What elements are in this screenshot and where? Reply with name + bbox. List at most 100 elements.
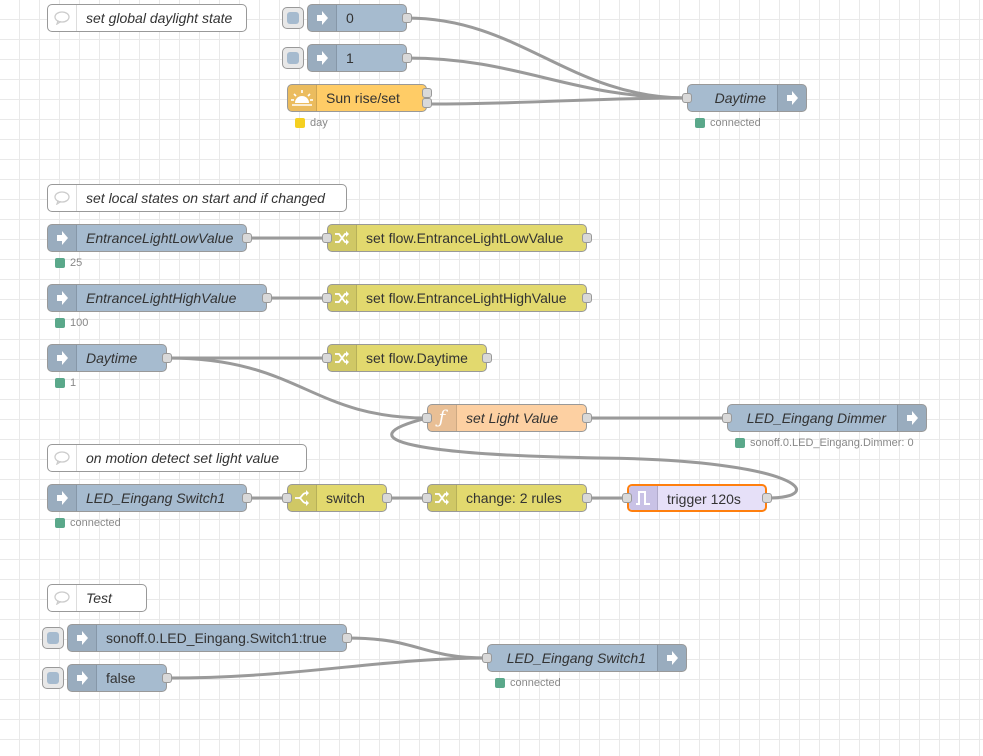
- output-port[interactable]: [382, 493, 392, 503]
- output-port[interactable]: [162, 353, 172, 363]
- status-text: connected: [70, 517, 121, 529]
- change-node-set-daytime[interactable]: set flow.Daytime: [322, 344, 492, 372]
- output-port[interactable]: [262, 293, 272, 303]
- arrow-right-icon: [308, 45, 337, 71]
- trigger-icon: [629, 486, 658, 510]
- switch-node[interactable]: switch: [282, 484, 392, 512]
- inject-button[interactable]: [282, 47, 304, 69]
- input-port[interactable]: [422, 413, 432, 423]
- node-label: 1: [346, 50, 354, 66]
- output-port[interactable]: [342, 633, 352, 643]
- node-label: LED_Eingang Dimmer: [746, 410, 886, 426]
- status-text: 1: [70, 377, 77, 389]
- node-label: switch: [326, 490, 365, 506]
- node-label: EntranceLightLowValue: [86, 230, 234, 246]
- status-daytime-in: 1: [55, 377, 76, 389]
- status-dot: [55, 258, 65, 268]
- inject-button[interactable]: [282, 7, 304, 29]
- output-port[interactable]: [242, 233, 252, 243]
- shuffle-icon: [328, 225, 357, 251]
- trigger-node[interactable]: trigger 120s: [622, 484, 772, 512]
- output-port[interactable]: [582, 293, 592, 303]
- comment-test[interactable]: Test: [47, 584, 147, 612]
- wire: [166, 656, 488, 680]
- node-label: Daytime: [714, 90, 766, 106]
- input-port[interactable]: [282, 493, 292, 503]
- wire: [406, 56, 688, 100]
- status-text: connected: [510, 677, 561, 689]
- node-label: change: 2 rules: [466, 490, 562, 506]
- output-port[interactable]: [402, 53, 412, 63]
- change-node-rules[interactable]: change: 2 rules: [422, 484, 592, 512]
- branch-icon: [288, 485, 317, 511]
- shuffle-icon: [428, 485, 457, 511]
- node-label: set flow.EntranceLightHighValue: [366, 290, 567, 306]
- output-port[interactable]: [482, 353, 492, 363]
- change-node-set-low[interactable]: set flow.EntranceLightLowValue: [322, 224, 592, 252]
- output-port[interactable]: [582, 493, 592, 503]
- wire: [426, 96, 688, 106]
- iobroker-out-daytime[interactable]: Daytime: [682, 84, 807, 112]
- function-icon: ƒ: [428, 405, 457, 431]
- iobroker-out-switch1[interactable]: LED_Eingang Switch1: [482, 644, 687, 672]
- change-node-set-high[interactable]: set flow.EntranceLightHighValue: [322, 284, 592, 312]
- inject-node-true[interactable]: sonoff.0.LED_Eingang.Switch1:true: [42, 624, 352, 652]
- input-port[interactable]: [682, 93, 692, 103]
- arrow-right-icon: [68, 625, 97, 651]
- shuffle-icon: [328, 345, 357, 371]
- speech-bubble-icon: [48, 445, 77, 471]
- output-port[interactable]: [162, 673, 172, 683]
- comment-motion[interactable]: on motion detect set light value: [47, 444, 307, 472]
- inject-node-false[interactable]: false: [42, 664, 172, 692]
- input-port[interactable]: [482, 653, 492, 663]
- function-node-set-light[interactable]: ƒ set Light Value: [422, 404, 592, 432]
- input-port[interactable]: [322, 353, 332, 363]
- comment-label: set global daylight state: [86, 10, 233, 26]
- iobroker-in-switch1[interactable]: LED_Eingang Switch1: [47, 484, 252, 512]
- status-dot: [735, 438, 745, 448]
- sun-node[interactable]: Sun rise/set: [287, 84, 432, 112]
- node-label: trigger 120s: [667, 491, 741, 507]
- node-label: set flow.Daytime: [366, 350, 468, 366]
- arrow-right-icon: [897, 405, 926, 431]
- inject-node-0[interactable]: 0: [282, 4, 412, 32]
- output-port[interactable]: [582, 413, 592, 423]
- input-port[interactable]: [422, 493, 432, 503]
- arrow-right-icon: [657, 645, 686, 671]
- output-port[interactable]: [242, 493, 252, 503]
- arrow-right-icon: [48, 285, 77, 311]
- iobroker-in-entrance-high[interactable]: EntranceLightHighValue: [47, 284, 272, 312]
- output-port[interactable]: [402, 13, 412, 23]
- node-label: Daytime: [86, 350, 138, 366]
- shuffle-icon: [328, 285, 357, 311]
- iobroker-in-entrance-low[interactable]: EntranceLightLowValue: [47, 224, 252, 252]
- iobroker-out-dimmer[interactable]: LED_Eingang Dimmer: [722, 404, 927, 432]
- wire: [346, 636, 488, 660]
- arrow-right-icon: [308, 5, 337, 31]
- status-switch-in: connected: [55, 517, 121, 529]
- arrow-right-icon: [777, 85, 806, 111]
- inject-node-1[interactable]: 1: [282, 44, 412, 72]
- status-dot: [55, 318, 65, 328]
- arrow-right-icon: [68, 665, 97, 691]
- output-port[interactable]: [422, 88, 432, 98]
- inject-button[interactable]: [42, 667, 64, 689]
- node-label: 0: [346, 10, 354, 26]
- input-port[interactable]: [322, 293, 332, 303]
- input-port[interactable]: [622, 493, 632, 503]
- inject-button[interactable]: [42, 627, 64, 649]
- output-port[interactable]: [422, 98, 432, 108]
- status-text: connected: [710, 117, 761, 129]
- input-port[interactable]: [722, 413, 732, 423]
- status-daytime-out: connected: [695, 117, 761, 129]
- output-port[interactable]: [762, 493, 772, 503]
- input-port[interactable]: [322, 233, 332, 243]
- node-label: set flow.EntranceLightLowValue: [366, 230, 564, 246]
- output-port[interactable]: [582, 233, 592, 243]
- node-label: LED_Eingang Switch1: [506, 650, 646, 666]
- iobroker-in-daytime[interactable]: Daytime: [47, 344, 172, 372]
- status-dimmer: sonoff.0.LED_Eingang.Dimmer: 0: [735, 437, 914, 449]
- comment-local-states[interactable]: set local states on start and if changed: [47, 184, 347, 212]
- comment-daylight[interactable]: set global daylight state: [47, 4, 247, 32]
- node-label: sonoff.0.LED_Eingang.Switch1:true: [106, 630, 327, 646]
